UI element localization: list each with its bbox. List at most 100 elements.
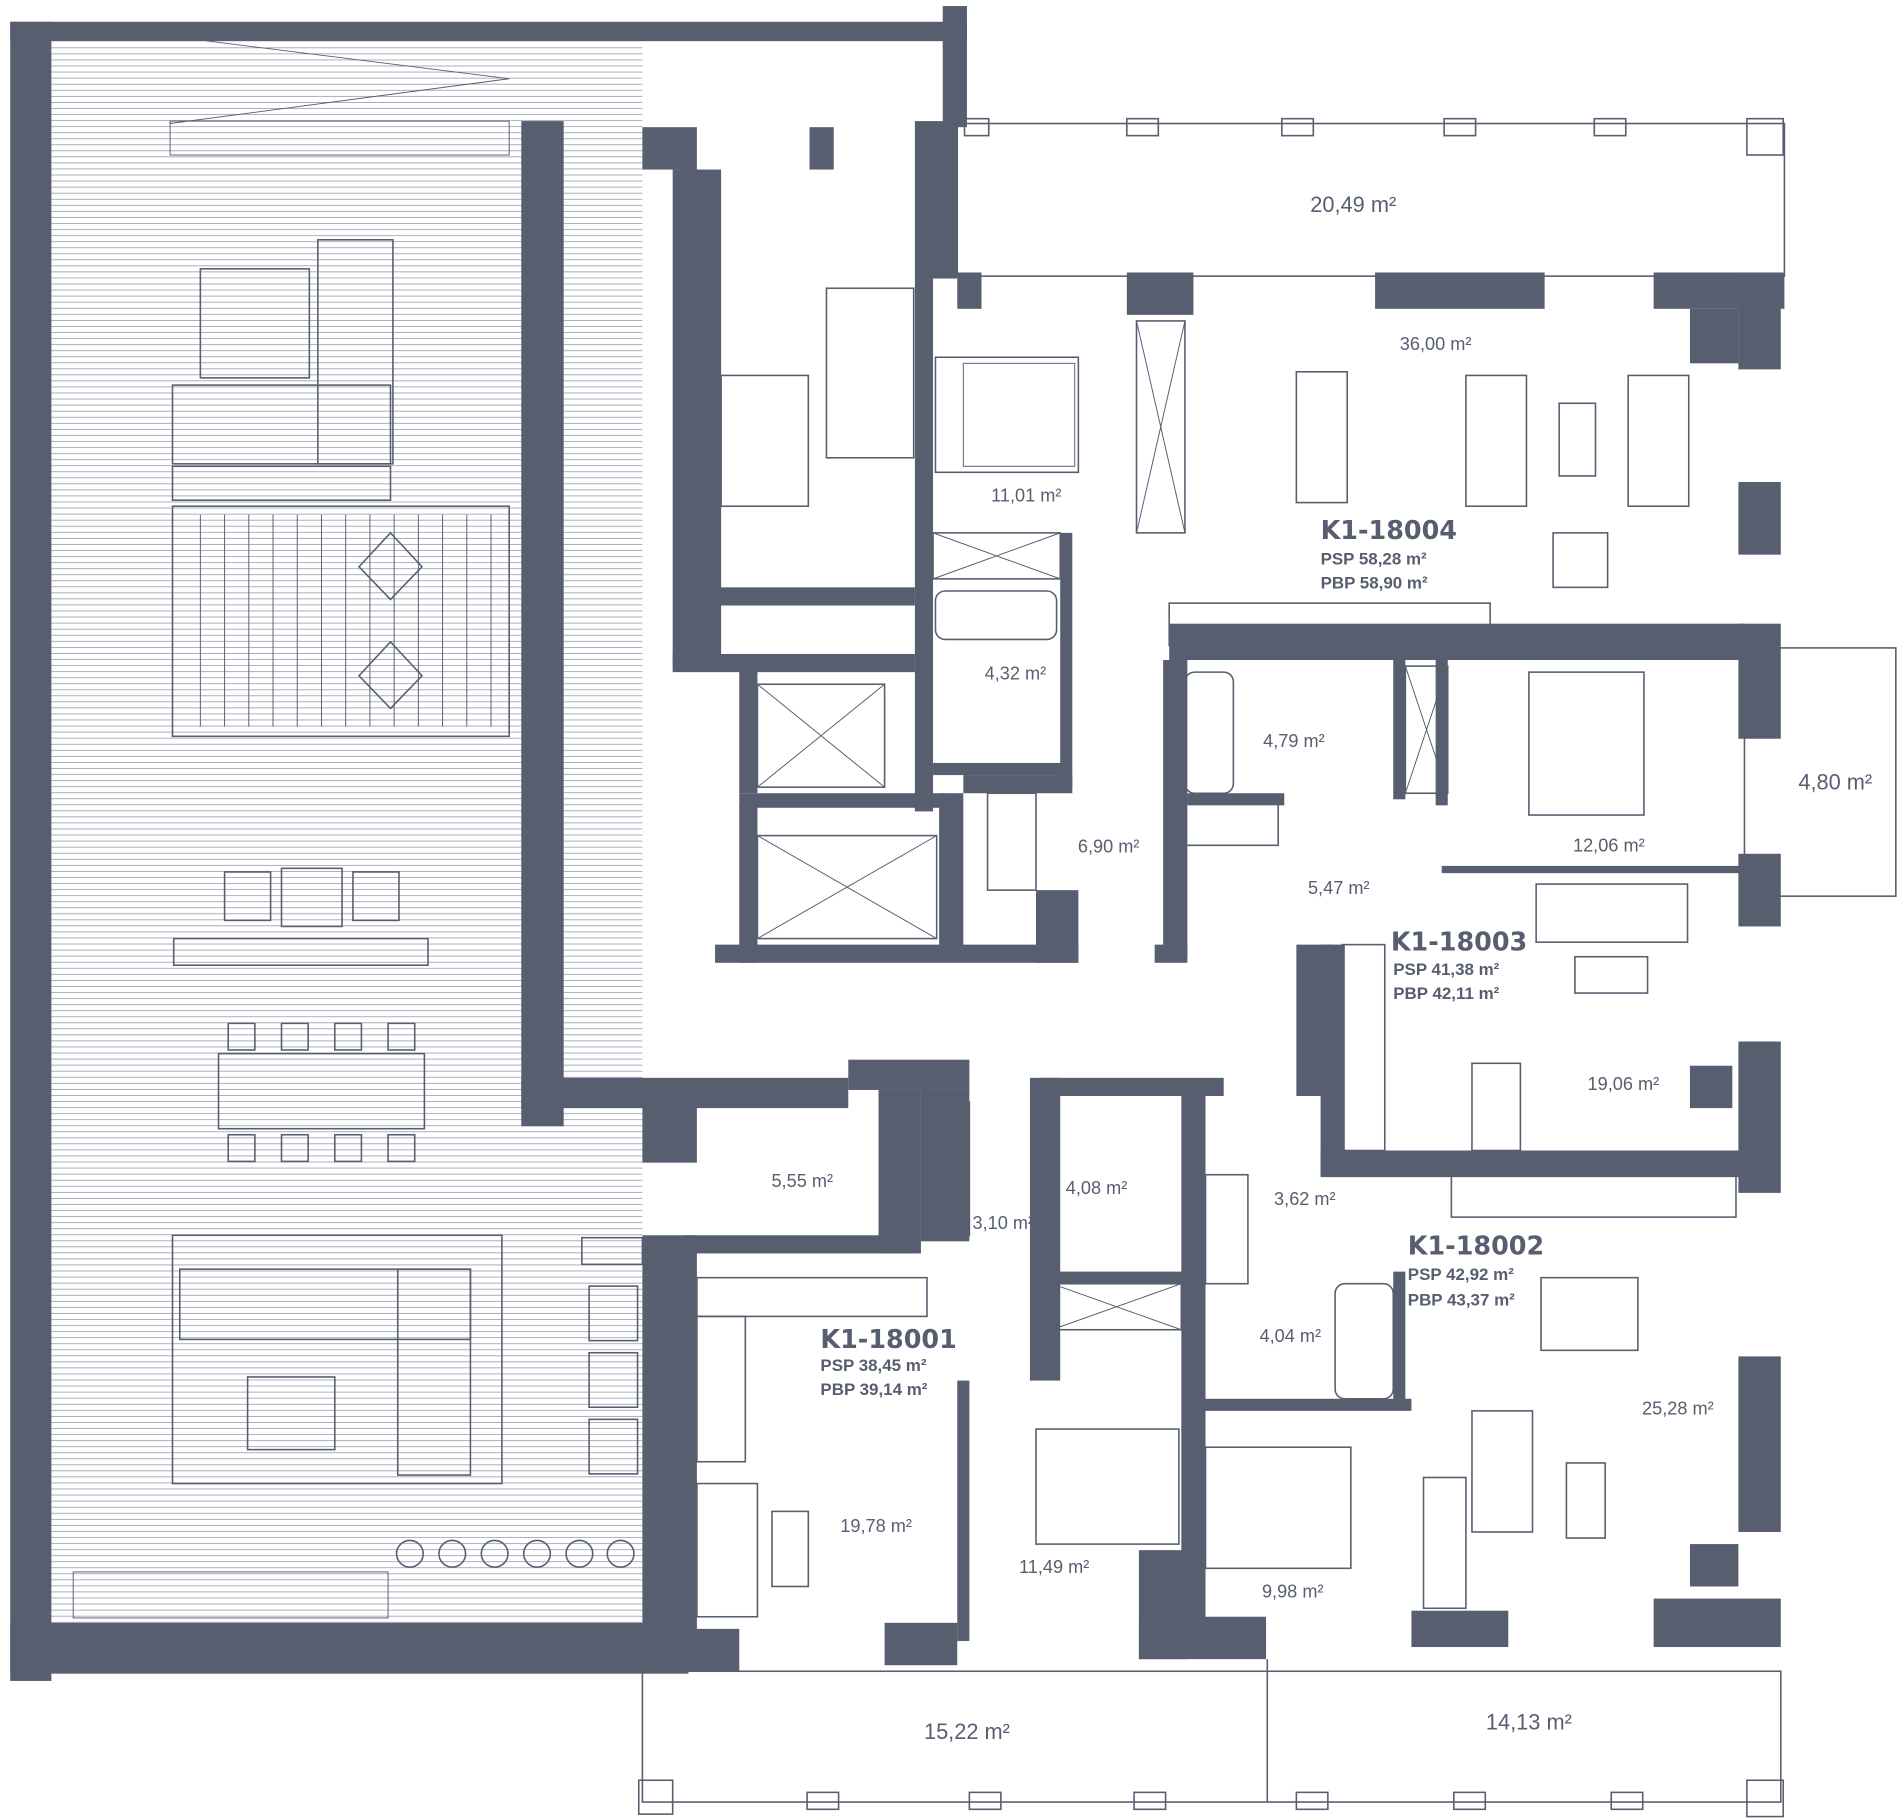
- interior-furniture-shape: [1565, 1462, 1606, 1539]
- area-living-18004: 36,00 m²: [1400, 334, 1472, 354]
- interior-furniture-shape: [934, 590, 1058, 641]
- walls-shape: [739, 793, 946, 808]
- interior-furniture-shape: [932, 532, 1061, 580]
- area-living-18001: 19,78 m²: [840, 1516, 912, 1536]
- plan-shape: [280, 1022, 309, 1051]
- area-living-18003: 19,06 m²: [1588, 1074, 1660, 1094]
- terrace-furniture-shape: [588, 1285, 639, 1342]
- terrace-furniture-shape: [223, 871, 272, 922]
- walls-shape: [848, 1059, 970, 1090]
- walls-shape: [1169, 623, 1745, 661]
- walls-shape: [1126, 272, 1194, 315]
- room-labels: 20,49 m² 36,00 m² 11,01 m² 4,32 m² 4,79 …: [771, 192, 1872, 1744]
- terrace-furniture-shape: [72, 1571, 389, 1619]
- terrace-furniture-shape: [588, 1418, 639, 1475]
- walls-shape: [672, 653, 915, 673]
- walls-shape: [1163, 660, 1188, 957]
- apartment-pbp: PBP 58,90 m²: [1321, 574, 1428, 593]
- plan-shape: [1443, 117, 1477, 137]
- walls-shape: [1296, 944, 1333, 1097]
- apartment-pbp: PBP 39,14 m²: [820, 1380, 927, 1399]
- area-wardrobe-18001: 3,10 m²: [973, 1213, 1035, 1233]
- walls-shape: [1393, 1271, 1406, 1405]
- interior-furniture-shape: [757, 683, 885, 788]
- plan-shape: [637, 1779, 674, 1815]
- walls-shape: [1154, 944, 1188, 963]
- interior-furniture-shape: [756, 834, 938, 940]
- interior-furniture-shape: [757, 835, 937, 939]
- interior-furniture-shape: [1204, 1446, 1352, 1570]
- plan-shape: [1610, 1791, 1644, 1811]
- walls-shape: [672, 169, 722, 667]
- plan-shape: [227, 1022, 256, 1051]
- walls-shape: [10, 21, 52, 1681]
- plan-shape: [199, 514, 492, 727]
- terrace-furniture-shape: [588, 1351, 639, 1409]
- terrace-furniture-shape: [396, 1268, 472, 1476]
- walls-shape: [957, 1380, 970, 1641]
- plan-shape: [1281, 117, 1315, 137]
- walls-shape: [1060, 532, 1073, 788]
- terrace-furniture-shape: [172, 937, 429, 966]
- interior-furniture-shape: [720, 374, 810, 508]
- walls-shape: [809, 127, 834, 170]
- apartment-id: K1-18004: [1321, 515, 1457, 545]
- apartment-label-18003: K1-18003 PSP 41,38 m² PBP 42,11 m²: [1391, 927, 1527, 1003]
- terrace-furniture-shape: [357, 531, 424, 710]
- walls-shape: [1029, 1077, 1061, 1381]
- apartment-psp: PSP 58,28 m²: [1321, 549, 1427, 568]
- interior-furniture-shape: [1528, 671, 1645, 816]
- area-bedroom-18003: 12,06 m²: [1573, 835, 1645, 855]
- plan-shape: [968, 1791, 1002, 1811]
- plan-shape: [1746, 117, 1784, 156]
- interior-furniture-shape: [962, 362, 1076, 467]
- walls-shape: [942, 6, 967, 128]
- interior-furniture-shape: [1404, 665, 1449, 794]
- apartment-psp: PSP 42,92 m²: [1408, 1265, 1514, 1284]
- walls-shape: [10, 1622, 689, 1674]
- walls-shape: [1181, 1089, 1206, 1623]
- interior-furniture-shape: [1184, 671, 1235, 795]
- interior-furniture-shape: [825, 287, 915, 459]
- plan-shape: [1295, 1791, 1329, 1811]
- walls-shape: [1435, 660, 1448, 806]
- walls-shape: [1738, 1356, 1781, 1532]
- area-hall-18002: 3,62 m²: [1274, 1189, 1336, 1209]
- balconies-shape: [641, 1670, 1782, 1803]
- interior-furniture-shape: [1334, 1282, 1395, 1400]
- area-balcony-right: 4,80 m²: [1798, 770, 1872, 795]
- apartment-pbp: PBP 42,11 m²: [1393, 984, 1499, 1003]
- interior-furniture: [696, 287, 1737, 1618]
- walls-shape: [715, 587, 915, 606]
- walls-shape: [884, 1622, 958, 1666]
- plan-shape: [438, 1539, 467, 1568]
- area-bath-18002: 4,04 m²: [1260, 1326, 1322, 1346]
- apartment-psp: PSP 38,45 m²: [820, 1356, 926, 1375]
- walls-shape: [1138, 1616, 1267, 1660]
- terrace-furniture-shape: [352, 871, 400, 922]
- plan-shape: [227, 1133, 256, 1163]
- interior-furniture-shape: [1180, 798, 1279, 847]
- apartment-label-18004: K1-18004 PSP 58,28 m² PBP 58,90 m²: [1321, 515, 1457, 593]
- walls-shape: [939, 793, 964, 957]
- interior-furniture-shape: [1422, 1476, 1467, 1610]
- walls-shape: [1393, 660, 1406, 800]
- walls-shape: [914, 278, 934, 812]
- plan-shape: [565, 1539, 594, 1568]
- terrace-furniture-shape: [217, 1052, 426, 1130]
- interior-furniture-shape: [1295, 371, 1349, 504]
- walls-shape: [878, 1089, 921, 1254]
- interior-furniture-shape: [1050, 1282, 1183, 1331]
- interior-furniture-shape: [986, 792, 1037, 891]
- area-hall-18003: 5,47 m²: [1308, 878, 1370, 898]
- walls-shape: [1653, 1598, 1781, 1648]
- area-bedroom-18001: 11,49 m²: [1019, 1557, 1089, 1577]
- apartment-id: K1-18001: [820, 1324, 956, 1354]
- plan-shape: [395, 1539, 424, 1568]
- interior-furniture-shape: [756, 683, 886, 788]
- interior-furniture-shape: [1471, 1410, 1534, 1533]
- walls-shape: [1205, 1398, 1412, 1411]
- walls-shape: [1042, 1077, 1224, 1097]
- walls-shape: [1738, 481, 1781, 555]
- walls-shape: [1375, 272, 1545, 309]
